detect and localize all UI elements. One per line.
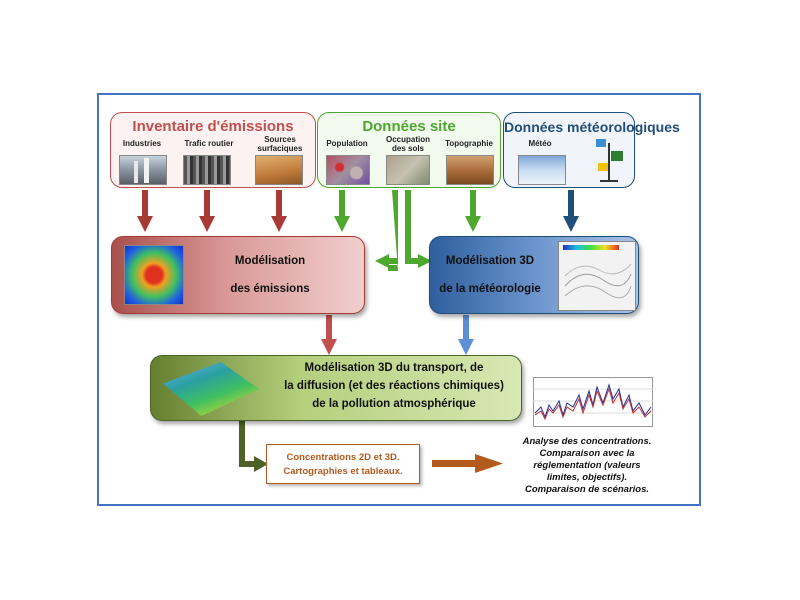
emissions-model-line1: Modélisation — [234, 255, 306, 267]
population-image — [326, 155, 370, 185]
analyse-line: Analyse des concentrations. — [522, 436, 652, 447]
arrow-industries-to-emissions — [137, 190, 153, 232]
trafic-image — [183, 155, 231, 185]
transport-model-line3: de la pollution atmosphérique — [312, 398, 476, 410]
transport-model-line2: la diffusion (et des réactions chimiques… — [284, 380, 504, 392]
label-topographie: Topographie — [445, 139, 493, 148]
arrow-concentrations-to-analyse — [432, 454, 503, 473]
meteo-data-title: Données météorologiques — [504, 119, 680, 135]
transport-3d-image — [163, 362, 259, 416]
arrow-topographie-to-meteo — [465, 190, 481, 232]
weather-station-icon — [596, 139, 623, 182]
topographie-image — [446, 155, 494, 185]
label-occupation-des-sols: Occupation des sols — [385, 135, 430, 153]
industries-image — [119, 155, 167, 185]
label-meteo: Météo — [528, 139, 552, 148]
label-population: Population — [326, 139, 368, 148]
emissions-map-image — [124, 245, 184, 305]
site-box: Données site Population Occupation des s… — [317, 112, 501, 188]
meteo-model-line1: Modélisation 3D — [445, 255, 535, 267]
arrow-sources-to-emissions — [271, 190, 287, 232]
analyse-line: Comparaison de scénarios. — [524, 484, 650, 495]
inventaire-box: Inventaire d'émissions Industries Trafic… — [110, 112, 316, 188]
emissions-model-box: Modélisation des émissions — [111, 236, 365, 314]
transport-model-line1: Modélisation 3D du transport, de — [304, 362, 484, 374]
occupation-image — [386, 155, 430, 185]
analyse-line: limites, objectifs). — [546, 472, 628, 483]
concentrations-line1: Concentrations 2D et 3D. — [286, 452, 400, 463]
analyse-text: Analyse des concentrations. Comparaison … — [507, 436, 667, 496]
arrow-occupation-to-emissions — [375, 190, 398, 271]
concentrations-line2: Cartographies et tableaux. — [283, 466, 403, 477]
arrow-meteo-to-transport — [458, 315, 474, 355]
inventaire-title: Inventaire d'émissions — [132, 118, 294, 135]
arrow-transport-to-concentrations — [239, 421, 268, 472]
arrow-emissions-to-transport — [321, 315, 337, 355]
arrow-meteo-to-model — [563, 190, 579, 232]
meteo-clouds-image — [518, 155, 566, 185]
site-title: Données site — [362, 118, 456, 135]
meteo-data-box: Données météorologiques Météo — [503, 112, 680, 188]
emissions-model-line2: des émissions — [230, 283, 310, 295]
time-series-graph — [533, 377, 653, 427]
meteo-model-box: Modélisation 3D de la météorologie — [429, 236, 639, 314]
transport-model-box: Modélisation 3D du transport, de la diff… — [150, 355, 522, 421]
meteo-model-line2: de la météorologie — [439, 283, 541, 295]
meteo-field-image — [558, 241, 636, 311]
arrow-occupation-to-meteo — [405, 190, 432, 268]
sources-surfaciques-image — [255, 155, 303, 185]
arrow-trafic-to-emissions — [199, 190, 215, 232]
arrow-population-to-emissions — [334, 190, 350, 232]
concentrations-box: Concentrations 2D et 3D. Cartographies e… — [266, 444, 420, 484]
label-trafic-routier: Trafic routier — [184, 139, 234, 148]
label-industries: Industries — [122, 139, 162, 148]
label-sources-surfaciques: Sources surfaciques — [257, 135, 303, 153]
analyse-line: réglementation (valeurs — [533, 460, 641, 471]
analyse-line: Comparaison avec la — [539, 448, 635, 459]
